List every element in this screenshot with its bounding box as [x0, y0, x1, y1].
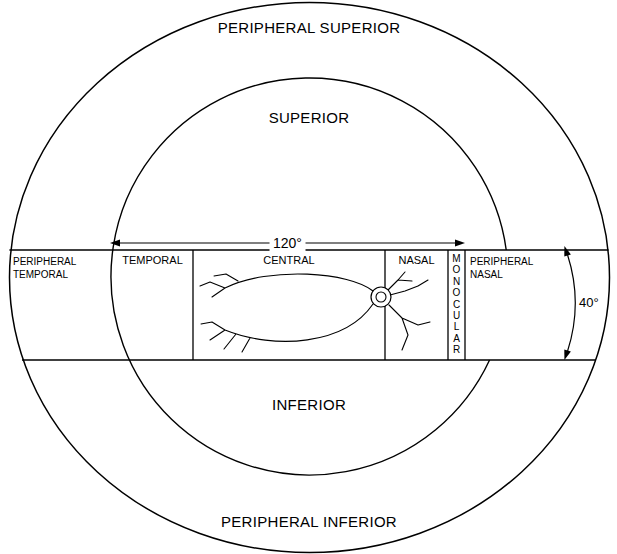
outer-ring-outline [9, 2, 610, 553]
label-anchor: 40° [579, 295, 599, 311]
region-label: PERIPHERAL INFERIOR [221, 513, 397, 531]
region-divider [464, 250, 465, 360]
retinal-vessels [200, 272, 430, 352]
optic-disc [371, 287, 391, 307]
height-dimension-arrow [564, 246, 575, 360]
band-lines [9, 250, 608, 360]
region-label: INFERIOR [272, 396, 346, 414]
dimension-arc [568, 255, 576, 351]
region-divider [192, 250, 193, 360]
band-region-label: NASAL [398, 254, 434, 267]
upper-arcade-vessel [200, 274, 373, 297]
band-region-label: PERIPHERAL NASAL [470, 255, 533, 281]
arrowhead [564, 246, 571, 257]
peripheral-retina-circle: PERIPHERAL SUPERIOR PERIPHERAL INFERIOR SU… [9, 2, 610, 553]
upper-nasal-vessel [388, 272, 428, 295]
arrowhead [564, 349, 571, 360]
arrowhead [110, 240, 120, 247]
band-region-label: CENTRAL [263, 254, 314, 267]
band-region-label: TEMPORAL [122, 254, 183, 267]
optic-cup [376, 292, 386, 302]
angle-dimension: 40° [579, 295, 599, 311]
lower-arcade-vessel [201, 304, 373, 352]
monocular-strip: MONOCULAR [448, 250, 465, 360]
band-region: NASAL [385, 250, 448, 360]
band-bottom-line [22, 359, 596, 360]
band-region-label: MONOCULAR [452, 253, 462, 356]
band-region: CENTRAL [193, 250, 385, 360]
inner-ring-outline [111, 78, 508, 475]
inner-circle [110, 78, 505, 475]
lower-nasal-vessel [389, 305, 430, 350]
label-anchor: 120° [269, 235, 306, 251]
band-region-label: PERIPHERAL TEMPORAL [13, 255, 76, 281]
band-region: PERIPHERAL TEMPORAL [10, 250, 110, 360]
outer-circle [9, 2, 609, 552]
region-label: PERIPHERAL SUPERIOR [218, 19, 401, 37]
region-divider [447, 250, 448, 360]
band-region: PERIPHERAL NASAL [465, 250, 595, 360]
posterior-retina-circle: SUPERIOR INFERIOR TEMPORAL CENTRAL NASAL MONO… [111, 78, 508, 475]
band-top-line [9, 249, 608, 250]
angle-dimension: 120° [269, 235, 306, 251]
region-label: SUPERIOR [269, 109, 350, 127]
band-region: TEMPORAL [112, 250, 193, 360]
arrowhead [455, 240, 465, 247]
